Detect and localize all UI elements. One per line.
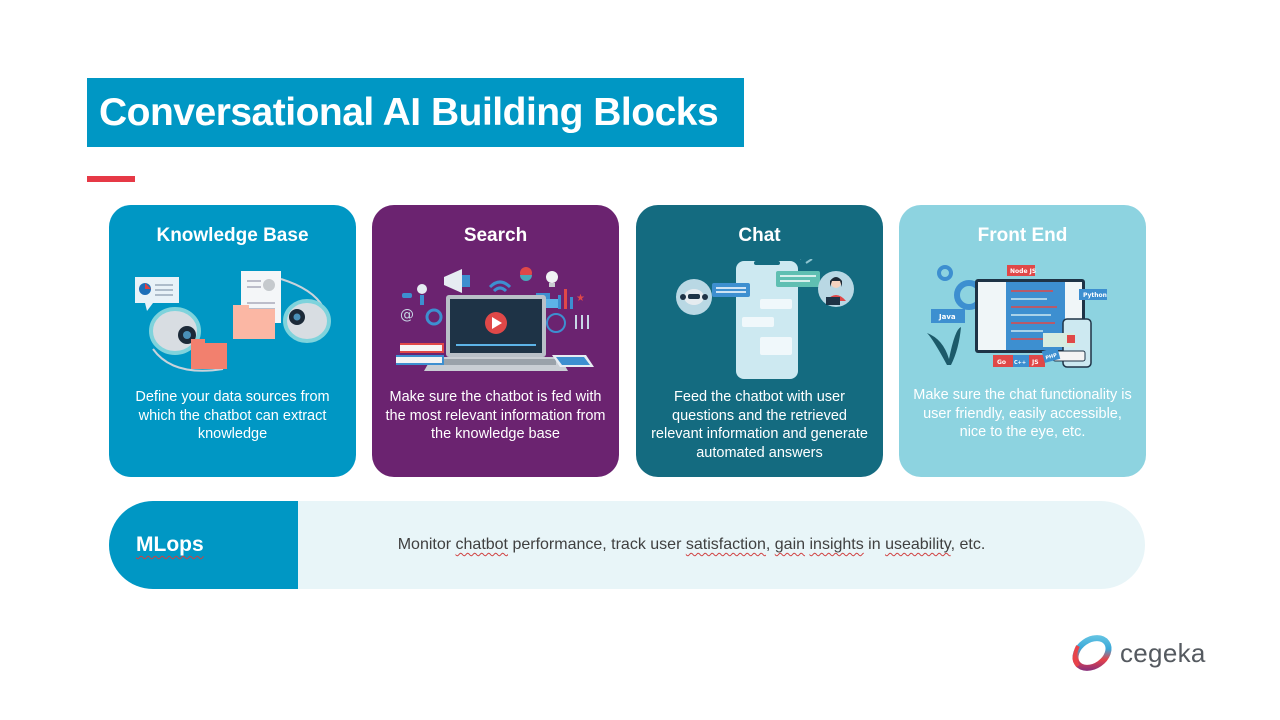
- slide-title: Conversational AI Building Blocks: [99, 90, 719, 134]
- accent-line: [87, 176, 135, 182]
- card-title: Chat: [738, 225, 781, 246]
- mlops-label-box: MLops: [109, 501, 298, 589]
- spellcheck-word: satisfaction: [685, 536, 766, 553]
- text-part: Monitor: [397, 536, 456, 553]
- mlops-bar: MLops Monitor chatbot performance, track…: [109, 501, 1145, 589]
- card-knowledge-base: Knowledge Base Define your data sources …: [109, 205, 356, 477]
- spellcheck-word: insights: [809, 536, 864, 553]
- logo-text: cegeka: [1120, 637, 1206, 668]
- card-description: Define your data sources from which the …: [135, 389, 330, 442]
- laptop-media-icons-illustration: @ ★: [395, 267, 594, 371]
- card-chat: Chat Feed the chatbot with user question…: [636, 205, 883, 477]
- cegeka-swirl-icon: [1072, 635, 1112, 671]
- tag-cpp: C++: [1014, 360, 1026, 366]
- tag-nodejs: Node JS: [1010, 268, 1036, 275]
- phone-chat-bubbles-illustration: [675, 259, 854, 379]
- card-title: Knowledge Base: [156, 225, 309, 246]
- text-part: in: [863, 536, 886, 553]
- spellcheck-word: useability: [885, 536, 951, 553]
- robot-eyes-folders-illustration: [134, 271, 331, 372]
- svg-text:★: ★: [576, 293, 585, 304]
- tag-php: PHP: [1044, 353, 1057, 362]
- monitor-code-languages-illustration: Node JS Python Java Go C++ JS PHP: [926, 265, 1107, 368]
- tag-python: Python: [1083, 292, 1107, 299]
- mlops-description-box: Monitor chatbot performance, track user …: [298, 501, 1145, 589]
- spellcheck-word: chatbot: [455, 536, 508, 553]
- mlops-label: MLops: [136, 533, 204, 556]
- tag-js: JS: [1031, 359, 1039, 366]
- title-banner: Conversational AI Building Blocks: [87, 78, 744, 147]
- card-description: Make sure the chatbot is fed with the mo…: [385, 389, 606, 442]
- cegeka-logo: cegeka: [1068, 632, 1206, 674]
- card-title: Search: [463, 225, 528, 246]
- tag-java: Java: [938, 313, 956, 321]
- card-front-end: Front End Node JS Python Java Go C++ JS: [899, 205, 1146, 477]
- tag-go: Go: [997, 359, 1006, 366]
- card-description: Feed the chatbot with user questions and…: [651, 389, 868, 461]
- svg-text:@: @: [400, 307, 414, 323]
- mlops-description: Monitor chatbot performance, track user …: [398, 536, 986, 554]
- card-search: Search @ ★ Mak: [372, 205, 619, 477]
- spellcheck-word: gain: [774, 536, 806, 553]
- text-part: , etc.: [950, 536, 986, 553]
- card-description: Make sure the chat functionality is user…: [913, 387, 1132, 440]
- text-part: ,: [765, 536, 775, 553]
- card-title: Front End: [977, 225, 1068, 246]
- text-part: performance, track user: [508, 536, 686, 553]
